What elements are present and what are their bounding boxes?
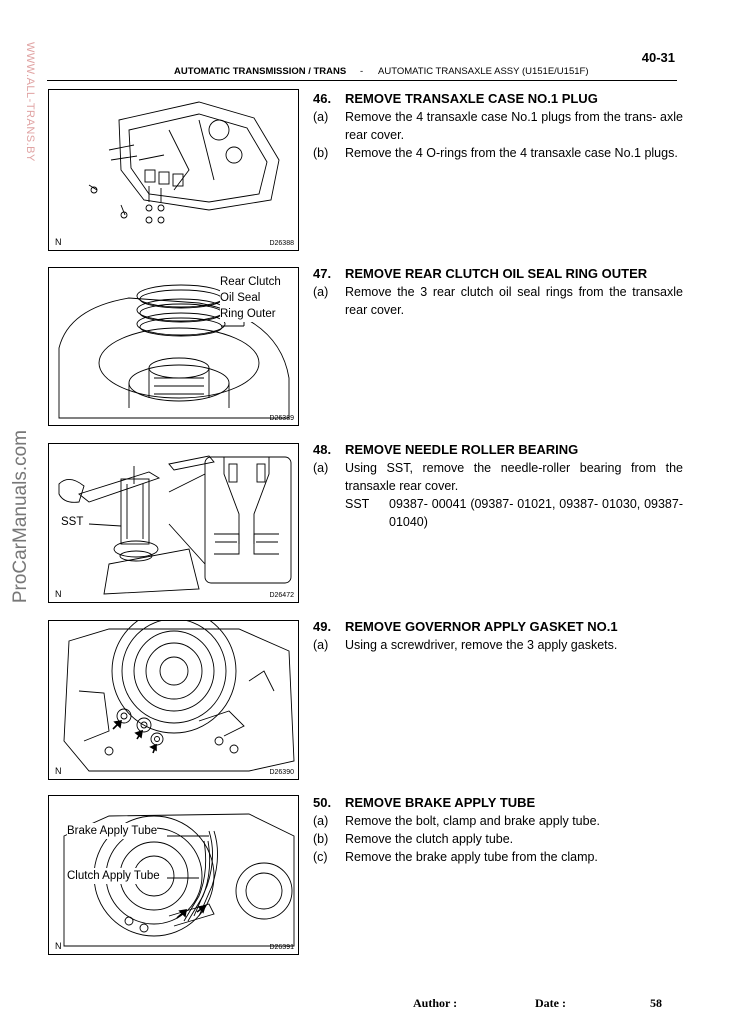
step-item: (b) Remove the 4 O-rings from the 4 tran… — [313, 144, 683, 162]
step-number: 46. — [313, 91, 332, 106]
step-49: 49. REMOVE GOVERNOR APPLY GASKET NO.1 (a… — [313, 618, 683, 654]
sst-label: SST — [345, 497, 370, 511]
step-title: 50. REMOVE BRAKE APPLY TUBE — [313, 794, 683, 812]
item-letter: (b) — [313, 832, 329, 846]
figure-code: D26390 — [269, 769, 294, 776]
step-47: 47. REMOVE REAR CLUTCH OIL SEAL RING OUT… — [313, 265, 683, 319]
illustration-sst-puller — [58, 455, 292, 595]
figure-transaxle-case-plugs: N D26388 — [48, 89, 299, 251]
step-item: (a) Remove the 3 rear clutch oil seal ri… — [313, 283, 683, 319]
figure-rear-clutch-seal-rings: Rear Clutch Oil Seal Ring Outer D26389 — [48, 267, 299, 426]
figure-code: D26388 — [269, 240, 294, 247]
figure-mark: N — [55, 589, 62, 599]
step-number: 50. — [313, 795, 332, 810]
figure-governor-apply-gaskets: N D26390 — [48, 620, 299, 780]
step-item: (b) Remove the clutch apply tube. — [313, 830, 683, 848]
step-heading: REMOVE NEEDLE ROLLER BEARING — [345, 442, 579, 457]
figure-brake-apply-tube: Brake Apply Tube Clutch Apply Tube N D26… — [48, 795, 299, 955]
figure-code: D26389 — [269, 415, 294, 422]
label-sst: SST — [61, 514, 84, 530]
watermark-side: ProCarManuals.com — [10, 430, 31, 604]
item-letter: (a) — [313, 814, 329, 828]
figure-mark: N — [55, 766, 62, 776]
figure-mark: N — [55, 237, 62, 247]
item-text: Remove the bolt, clamp and brake apply t… — [345, 814, 601, 828]
step-48: 48. REMOVE NEEDLE ROLLER BEARING (a) Usi… — [313, 441, 683, 531]
step-item: (c) Remove the brake apply tube from the… — [313, 848, 683, 866]
figure-code: D26391 — [269, 944, 294, 951]
item-letter: (a) — [313, 638, 329, 652]
step-heading: REMOVE BRAKE APPLY TUBE — [345, 795, 536, 810]
item-text: Remove the 3 rear clutch oil seal rings … — [345, 285, 683, 317]
header-separator: - — [360, 66, 364, 77]
footer-page: 58 — [650, 996, 662, 1010]
label-line-1: Rear Clutch — [220, 276, 281, 288]
item-letter: (a) — [313, 285, 329, 299]
step-title: 48. REMOVE NEEDLE ROLLER BEARING — [313, 441, 683, 459]
figure-mark: N — [55, 941, 62, 951]
item-letter: (b) — [313, 146, 329, 160]
step-title: 46. REMOVE TRANSAXLE CASE NO.1 PLUG — [313, 90, 683, 108]
sst-text: 09387- 00041 (09387- 01021, 09387- 01030… — [389, 497, 683, 529]
footer-date-label: Date : — [535, 996, 566, 1010]
illustration-apply-tubes — [63, 813, 295, 947]
label-rear-clutch-oil-seal-ring-outer: Rear Clutch Oil Seal Ring Outer — [220, 274, 281, 322]
figure-code: D26472 — [269, 592, 294, 599]
item-text: Using SST, remove the needle-roller bear… — [345, 461, 683, 493]
step-item: (a) Using SST, remove the needle-roller … — [313, 459, 683, 495]
illustration-gasket-locations — [63, 621, 295, 772]
page-number: 40-31 — [641, 50, 675, 65]
item-text: Remove the clutch apply tube. — [345, 832, 514, 846]
item-text: Remove the 4 O-rings from the 4 transaxl… — [345, 146, 678, 160]
step-item: (a) Remove the 4 transaxle case No.1 plu… — [313, 108, 683, 144]
sst-part-numbers: SST 09387- 00041 (09387- 01021, 09387- 0… — [345, 495, 683, 531]
step-46: 46. REMOVE TRANSAXLE CASE NO.1 PLUG (a) … — [313, 90, 683, 162]
label-line-3: Ring Outer — [220, 308, 276, 320]
illustration-rear-cover-plugs — [88, 101, 280, 224]
step-title: 47. REMOVE REAR CLUTCH OIL SEAL RING OUT… — [313, 265, 683, 283]
item-letter: (a) — [313, 461, 329, 475]
header-subsection: AUTOMATIC TRANSAXLE ASSY (U151E/U151F) — [378, 66, 589, 77]
figure-needle-roller-bearing-sst: SST N D26472 — [48, 443, 299, 603]
step-number: 48. — [313, 442, 332, 457]
step-item: (a) Using a screwdriver, remove the 3 ap… — [313, 636, 683, 654]
step-heading: REMOVE TRANSAXLE CASE NO.1 PLUG — [345, 91, 598, 106]
item-text: Remove the 4 transaxle case No.1 plugs f… — [345, 110, 683, 142]
header-section: AUTOMATIC TRANSMISSION / TRANS — [174, 66, 347, 77]
item-text: Using a screwdriver, remove the 3 apply … — [345, 638, 618, 652]
item-letter: (c) — [313, 850, 328, 864]
step-heading: REMOVE REAR CLUTCH OIL SEAL RING OUTER — [345, 266, 648, 281]
step-50: 50. REMOVE BRAKE APPLY TUBE (a) Remove t… — [313, 794, 683, 866]
page-header: AUTOMATIC TRANSMISSION / TRANS - AUTOMAT… — [47, 66, 677, 81]
item-letter: (a) — [313, 110, 329, 124]
label-clutch-apply-tube: Clutch Apply Tube — [67, 868, 160, 884]
step-heading: REMOVE GOVERNOR APPLY GASKET NO.1 — [345, 619, 618, 634]
step-item: (a) Remove the bolt, clamp and brake app… — [313, 812, 683, 830]
label-line-2: Oil Seal — [220, 292, 261, 304]
item-text: Remove the brake apply tube from the cla… — [345, 850, 598, 864]
watermark-top: WWW.ALL-TRANS.BY — [24, 42, 36, 162]
label-brake-apply-tube: Brake Apply Tube — [67, 823, 158, 839]
footer-author-label: Author : — [413, 996, 458, 1010]
step-number: 49. — [313, 619, 332, 634]
step-number: 47. — [313, 266, 332, 281]
step-title: 49. REMOVE GOVERNOR APPLY GASKET NO.1 — [313, 618, 683, 636]
